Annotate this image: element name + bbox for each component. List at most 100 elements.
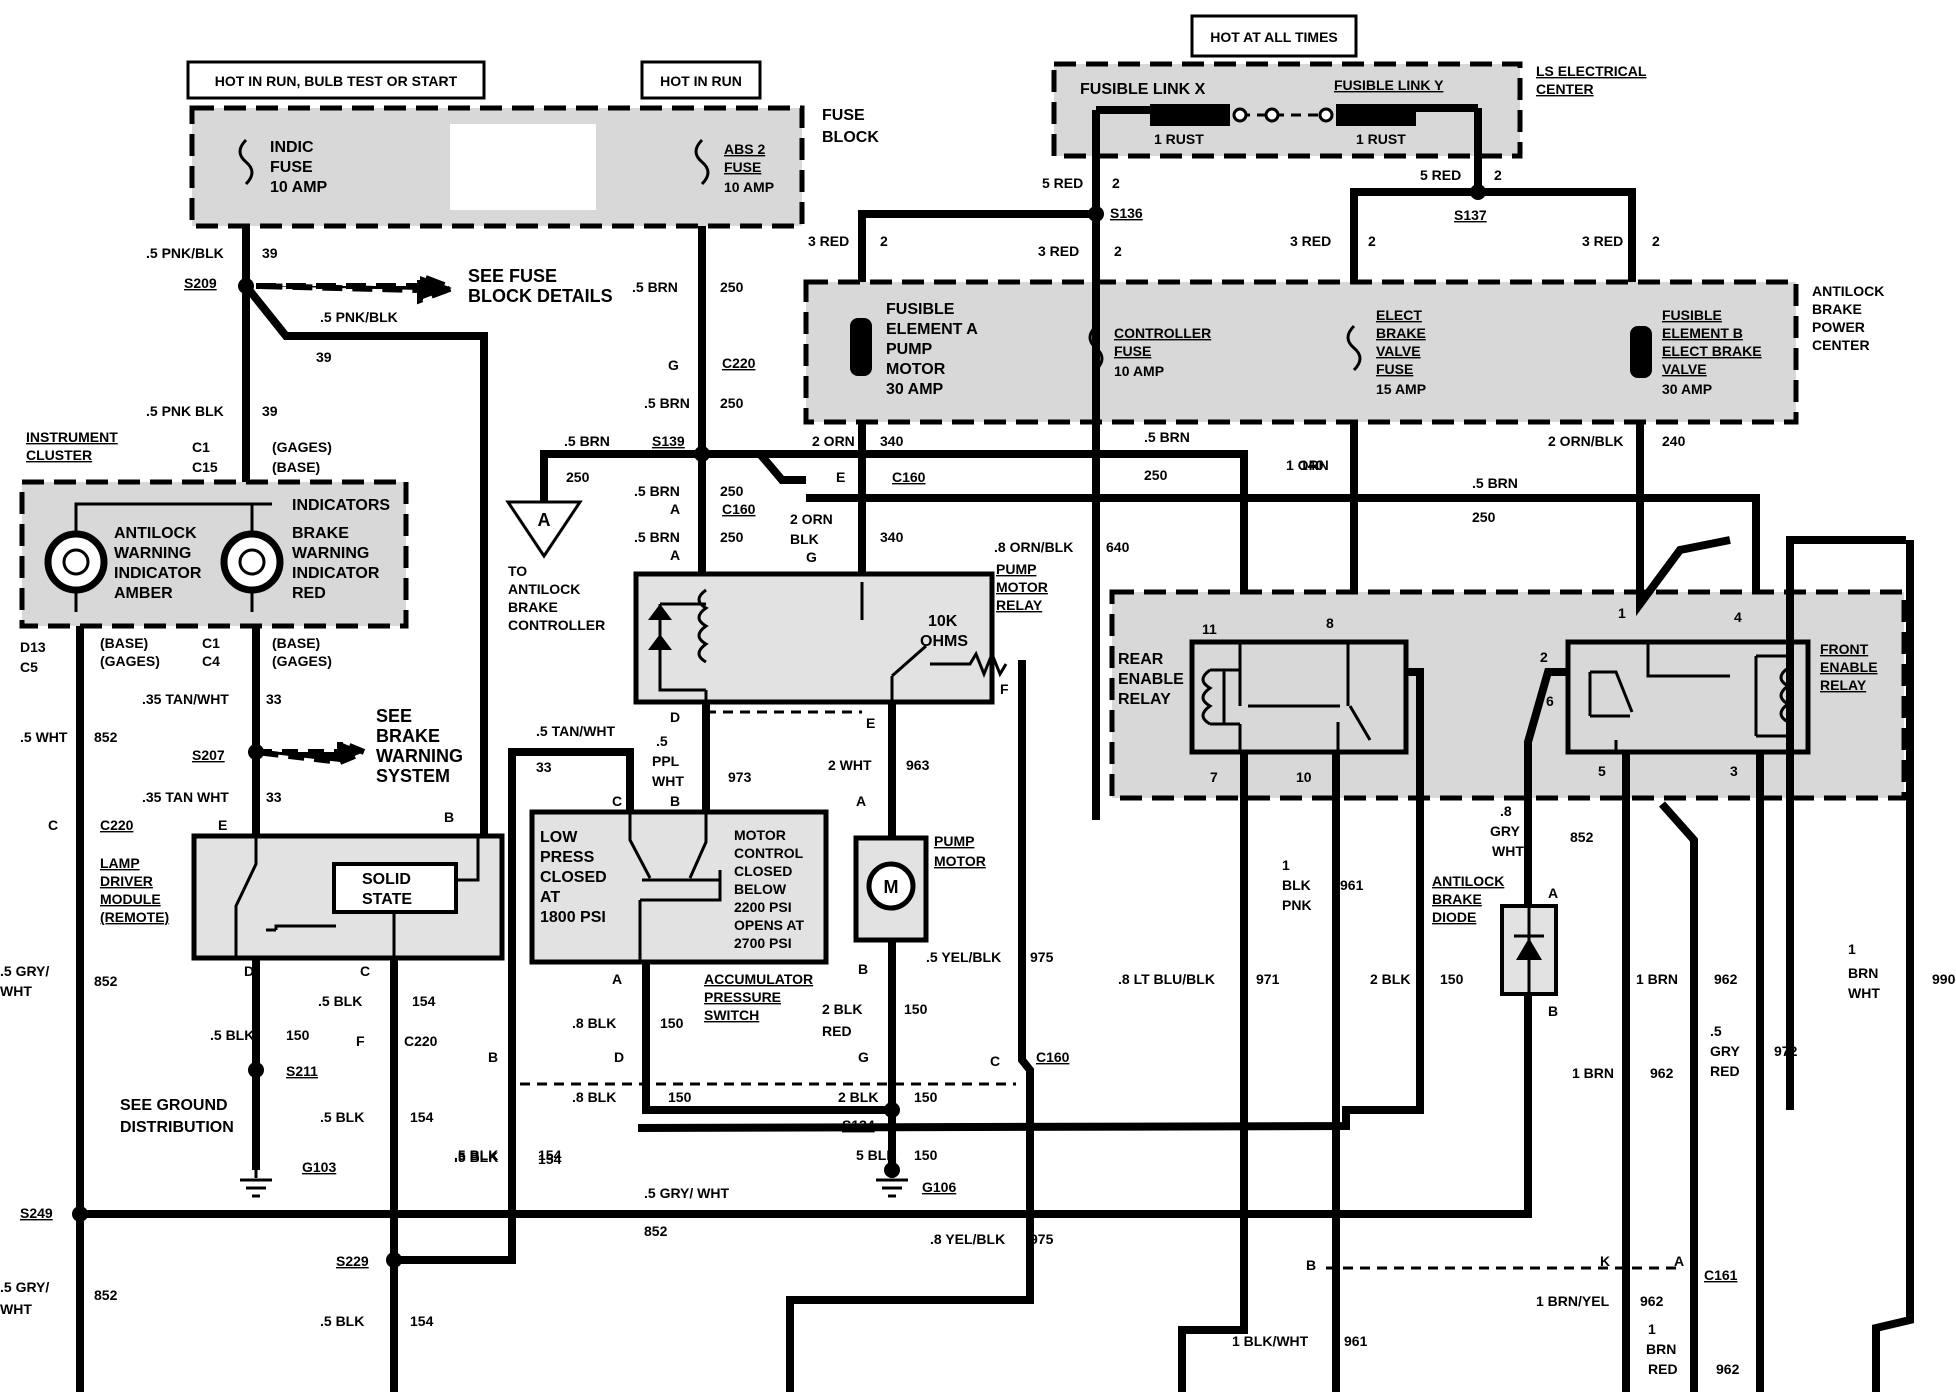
wire-label: 6 [1546, 693, 1554, 709]
abs-fuse-symbol [694, 138, 710, 186]
valve-fuse-symbol [1346, 324, 1362, 372]
rear-relay-internal [1238, 642, 1372, 752]
lamp-3: MODULE [100, 891, 161, 907]
wire-label: .8 YEL/BLK [930, 1231, 1005, 1247]
wire-label: A [670, 501, 680, 517]
pc-title-2: BRAKE [1812, 301, 1862, 317]
triangle-a: A [538, 510, 551, 530]
indic-fuse-3: 10 AMP [270, 179, 328, 196]
valve-fuse-3: VALVE [1376, 343, 1421, 359]
wire-label: S136 [1110, 205, 1143, 221]
relay-internal-wiring [658, 582, 1008, 702]
wire-label: RED [822, 1023, 852, 1039]
wire-label: (BASE) [272, 459, 320, 475]
brake-2: WARNING [292, 545, 369, 562]
connector-dash-lines [520, 710, 1676, 1270]
indicators-label: INDICATORS [292, 497, 390, 514]
wire-label: 962 [1714, 971, 1738, 987]
wire-label: A [1548, 885, 1558, 901]
wire-label: 2 [1112, 175, 1120, 191]
cluster-title-2: CLUSTER [26, 447, 92, 463]
wire-label: C1 [192, 439, 210, 455]
wire-label: 340 [880, 529, 904, 545]
fusible-link-y: FUSIBLE LINK Y [1334, 77, 1444, 93]
wire-label: .5 TAN/WHT [536, 723, 616, 739]
instrument-cluster-title: INSTRUMENT CLUSTER [26, 429, 118, 463]
link-node-3 [1318, 107, 1334, 123]
ls-center-title: LS ELECTRICAL CENTER [1536, 63, 1647, 97]
wire-label: 250 [720, 483, 744, 499]
wire-label: WHT [1492, 843, 1524, 859]
wire-label: 240 [1662, 433, 1686, 449]
fusible-element-a-label: FUSIBLE ELEMENT A PUMP MOTOR 30 AMP [886, 301, 978, 398]
wire-label: 250 [720, 395, 744, 411]
wire-label: .5 BLK [210, 1027, 254, 1043]
wire-label: 3 RED [808, 233, 849, 249]
wire-label: B [444, 809, 454, 825]
wire-label: 852 [644, 1223, 668, 1239]
elem-b-2: ELEMENT B [1662, 325, 1743, 341]
fusible-element-b-label: FUSIBLE ELEMENT B ELECT BRAKE VALVE 30 A… [1662, 307, 1762, 397]
wire-label: C [360, 963, 370, 979]
wire-label: GRY [1490, 823, 1520, 839]
wire-label: C15 [192, 459, 218, 475]
rust-y: 1 RUST [1356, 131, 1406, 147]
solid-state-1: SOLID [362, 871, 411, 888]
wire-label: (BASE) [272, 635, 320, 651]
wire-label: 2 [1652, 233, 1660, 249]
pc-title-4: CENTER [1812, 337, 1870, 353]
splices [72, 184, 1486, 1268]
wire-label: .5 PNK/BLK [320, 309, 398, 325]
wire-label: 8 [1326, 615, 1334, 631]
front-relay-title: FRONT ENABLE RELAY [1820, 641, 1878, 693]
wire-label: 340 [880, 433, 904, 449]
wire-label: 150 [914, 1147, 938, 1163]
wire-label: G [858, 1049, 869, 1065]
mc-1: MOTOR [734, 827, 786, 843]
mc-2: CONTROL [734, 845, 804, 861]
accum-3: SWITCH [704, 1007, 759, 1023]
valve-fuse-2: BRAKE [1376, 325, 1426, 341]
wire-label: 11 [1202, 621, 1217, 637]
note-gnd-2: DISTRIBUTION [120, 1119, 234, 1136]
elem-a-4: MOTOR [886, 361, 946, 378]
elem-b-5: 30 AMP [1662, 381, 1712, 397]
valve-fuse-1: ELECT [1376, 307, 1422, 323]
header-all-times-text: HOT AT ALL TIMES [1210, 29, 1338, 45]
wire-label: 3 RED [1290, 233, 1331, 249]
rear-2: ENABLE [1118, 671, 1184, 688]
wire-label: S134 [842, 1117, 875, 1133]
mc-4: BELOW [734, 881, 787, 897]
wire-label: .5 BLK [318, 993, 362, 1009]
elem-b-4: VALVE [1662, 361, 1707, 377]
antilock-2: WARNING [114, 545, 191, 562]
wire-label: .5 BLK [320, 1109, 364, 1125]
brake-3: INDICATOR [292, 565, 380, 582]
ohms-1: 10K [928, 613, 958, 630]
elem-a-5: 30 AMP [886, 381, 944, 398]
pump-relay-title: PUMP MOTOR RELAY [996, 561, 1048, 613]
wire-label: 1 [1848, 941, 1856, 957]
wire-label: .5 BLK [320, 1313, 364, 1329]
wire-label: .5 BRN [1472, 475, 1518, 491]
header-run-text: HOT IN RUN [660, 73, 742, 89]
wire-label: BRN [1646, 1341, 1676, 1357]
wire-label: 150 [286, 1027, 310, 1043]
wire-label: .5 BRN [632, 279, 678, 295]
valve-fuse-5: 15 AMP [1376, 381, 1426, 397]
accumulator-switch [529, 809, 829, 965]
wire-label: .35 TAN/WHT [142, 691, 229, 707]
wire-label: S137 [1454, 207, 1487, 223]
wire-label: (GAGES) [272, 653, 332, 669]
wire-label: 971 [1256, 971, 1280, 987]
wire-label: .5 BRN [1144, 429, 1190, 445]
to-controller: TO ANTILOCK BRAKE CONTROLLER [508, 563, 605, 633]
front-1: FRONT [1820, 641, 1869, 657]
lamp-1: LAMP [100, 855, 140, 871]
wire-label: A [856, 793, 866, 809]
front-2: ENABLE [1820, 659, 1878, 675]
wire-label: .8 BLK [572, 1015, 616, 1031]
ground-g106-icon [876, 1170, 908, 1198]
pump-relay-1: PUMP [996, 561, 1036, 577]
ls-title-2: CENTER [1536, 81, 1594, 97]
